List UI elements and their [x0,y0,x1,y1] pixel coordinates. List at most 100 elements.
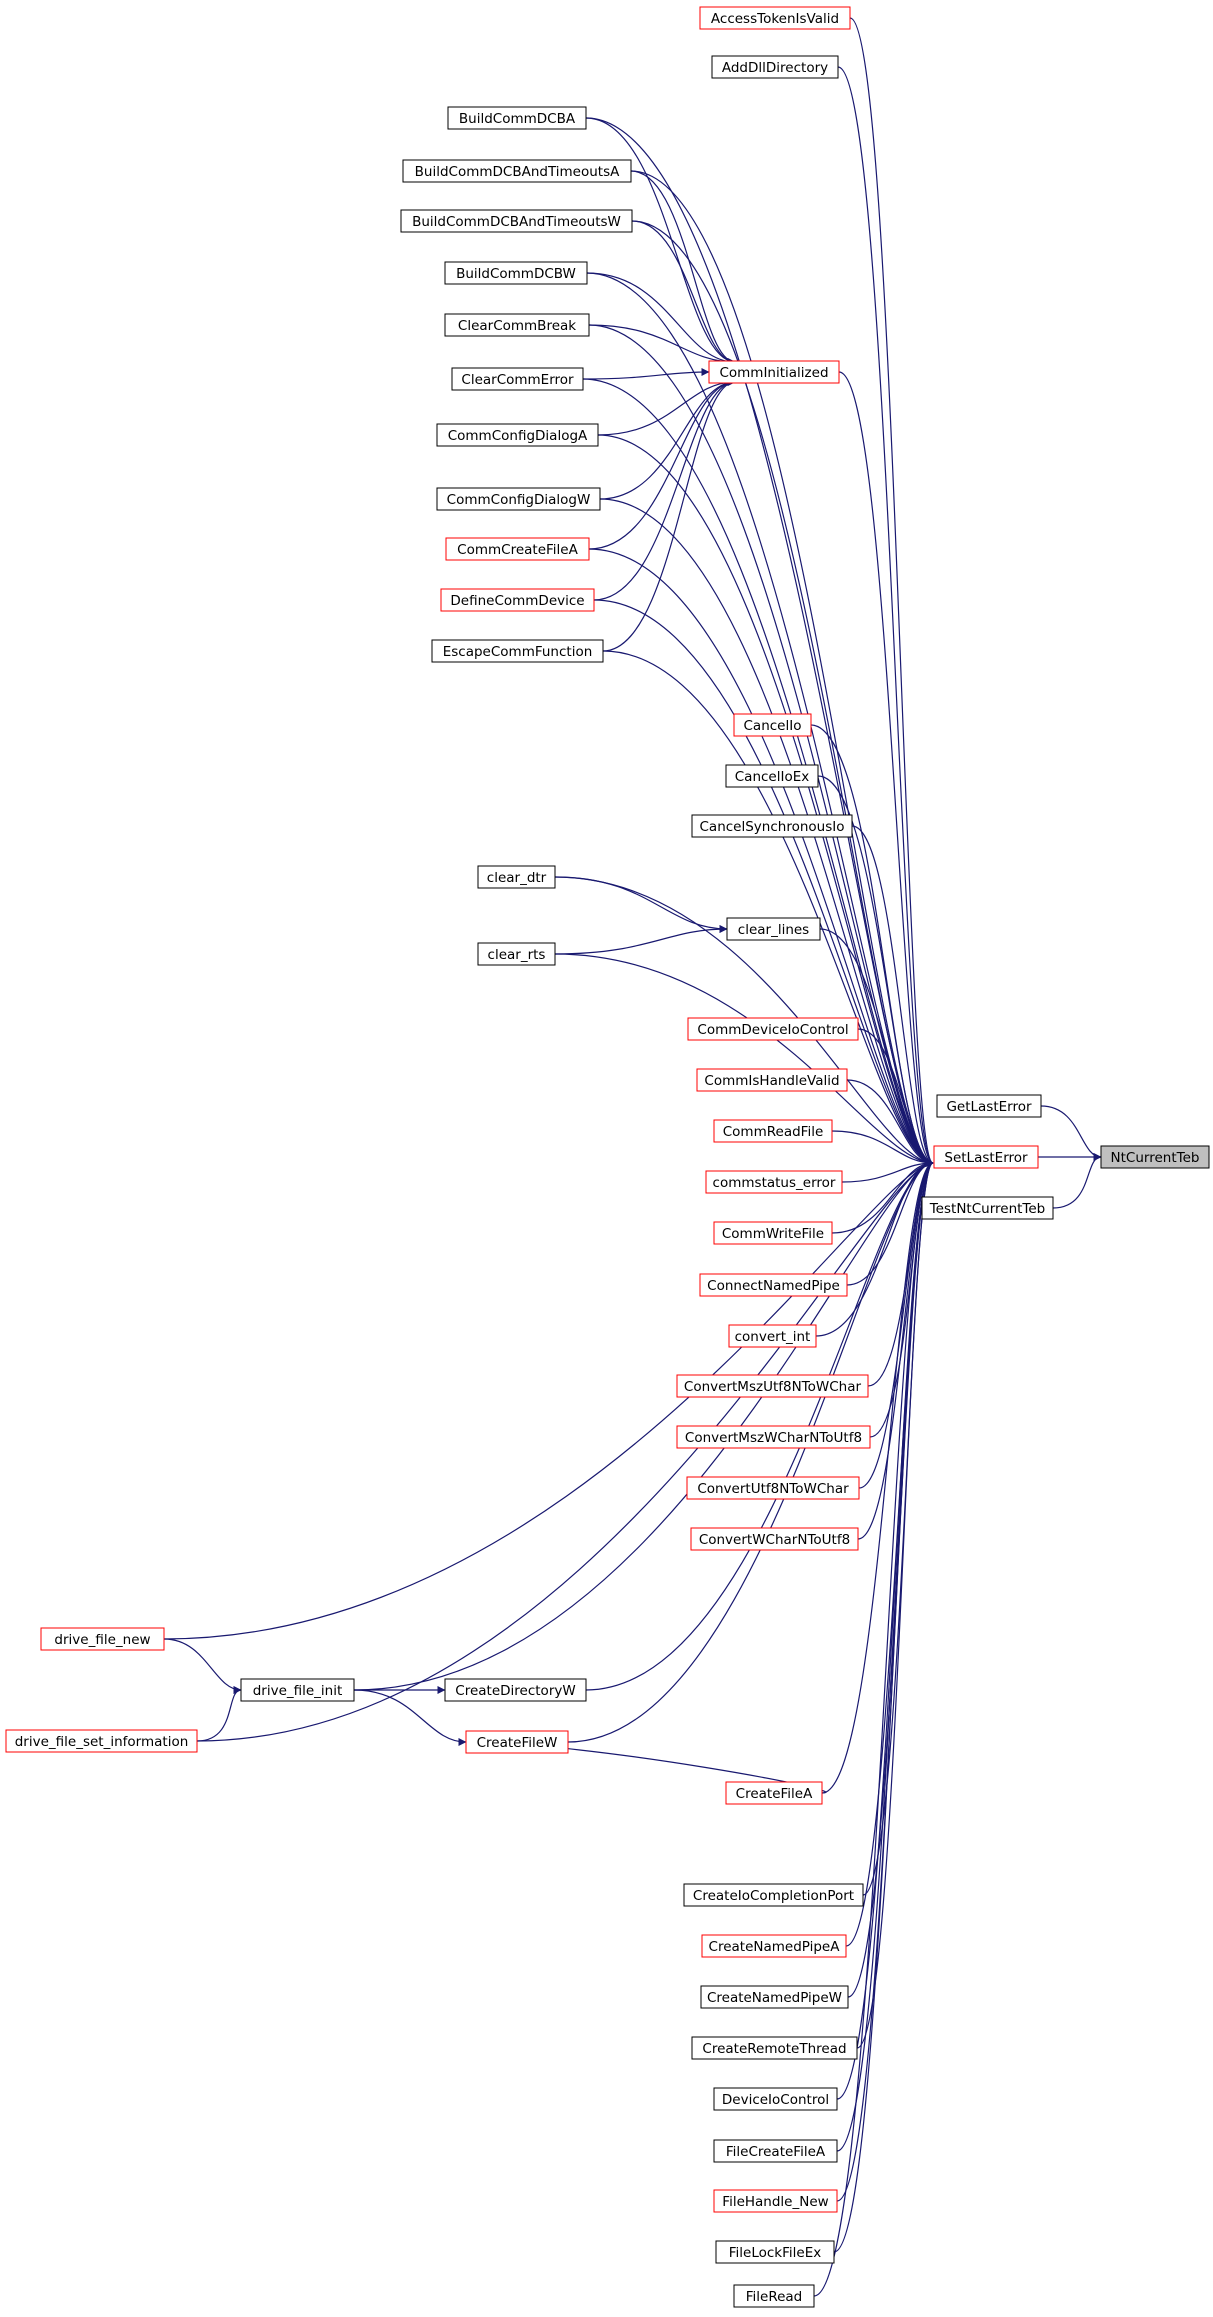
node-box[interactable] [447,106,587,130]
graph-node[interactable]: commstatus_error [705,1170,843,1194]
graph-node[interactable]: BuildCommDCBAndTimeoutsA [402,159,632,183]
node-box[interactable] [701,1934,847,1958]
graph-node[interactable]: clear_dtr [477,865,556,889]
node-box[interactable] [715,2240,835,2264]
graph-node[interactable]: CreateDirectoryW [444,1678,587,1702]
node-box[interactable] [5,1729,198,1753]
graph-node[interactable]: ConvertUtf8NToWChar [686,1476,860,1500]
graph-node[interactable]: CancelSynchronousIo [691,814,853,838]
graph-node[interactable]: CommCreateFileA [445,537,590,561]
node-box[interactable] [451,367,584,391]
graph-node[interactable]: BuildCommDCBA [447,106,587,130]
node-box[interactable] [728,1324,817,1348]
node-box[interactable] [402,159,632,183]
graph-node[interactable]: CancelIo [733,713,812,737]
graph-node[interactable]: CreateFileW [465,1730,569,1754]
node-box[interactable] [477,865,556,889]
graph-node[interactable]: CommIsHandleValid [696,1068,848,1092]
graph-node[interactable]: GetLastError [936,1094,1042,1118]
graph-node[interactable]: ClearCommError [451,367,584,391]
node-box[interactable] [733,2284,815,2308]
graph-node[interactable]: CreateIoCompletionPort [683,1883,864,1907]
graph-node[interactable]: drive_file_init [240,1678,355,1702]
node-box[interactable] [725,764,819,788]
node-box[interactable] [686,1476,860,1500]
node-box[interactable] [711,55,839,79]
node-box[interactable] [687,1017,859,1041]
graph-node[interactable]: CommConfigDialogA [436,423,599,447]
graph-node[interactable]: CommWriteFile [713,1221,833,1245]
graph-node[interactable]: SetLastError [933,1145,1039,1169]
node-box[interactable] [400,209,633,233]
graph-node[interactable]: TestNtCurrentTeb [921,1196,1054,1220]
graph-node[interactable]: FileHandle_New [713,2189,838,2213]
node-box[interactable] [440,588,595,612]
graph-node[interactable]: CreateRemoteThread [691,2036,858,2060]
node-box[interactable] [699,6,851,30]
graph-node[interactable]: CommConfigDialogW [436,487,601,511]
graph-node[interactable]: FileCreateFileA [713,2139,838,2163]
node-box[interactable] [700,1985,849,2009]
graph-node[interactable]: AddDllDirectory [711,55,839,79]
node-box[interactable] [444,313,590,337]
node-box[interactable] [713,2087,838,2111]
node-box[interactable] [676,1425,871,1449]
graph-node[interactable]: EscapeCommFunction [431,639,604,663]
graph-node[interactable]: ConvertMszWCharNToUtf8 [676,1425,871,1449]
graph-node[interactable]: CommReadFile [713,1119,833,1143]
node-box[interactable] [444,1678,587,1702]
graph-node[interactable]: ConvertMszUtf8NToWChar [676,1374,869,1398]
node-box[interactable] [696,1068,848,1092]
node-box[interactable] [676,1374,869,1398]
graph-node[interactable]: CreateNamedPipeW [700,1985,849,2009]
graph-node[interactable]: FileRead [733,2284,815,2308]
node-box[interactable] [713,1119,833,1143]
graph-node[interactable]: NtCurrentTeb [1100,1145,1210,1169]
graph-node[interactable]: CancelIoEx [725,764,819,788]
node-box[interactable] [725,1781,823,1805]
node-box[interactable] [691,2036,858,2060]
node-box[interactable] [713,1221,833,1245]
graph-node[interactable]: ConvertWCharNToUtf8 [690,1527,859,1551]
node-box[interactable] [921,1196,1054,1220]
graph-node[interactable]: CommInitialized [708,360,840,384]
node-box[interactable] [708,360,840,384]
node-box[interactable] [445,537,590,561]
node-box[interactable] [1100,1145,1210,1169]
node-box[interactable] [683,1883,864,1907]
graph-node[interactable]: DeviceIoControl [713,2087,838,2111]
graph-node[interactable]: BuildCommDCBAndTimeoutsW [400,209,633,233]
graph-node[interactable]: clear_rts [477,942,556,966]
graph-node[interactable]: CommDeviceIoControl [687,1017,859,1041]
graph-node[interactable]: ClearCommBreak [444,313,590,337]
node-box[interactable] [733,713,812,737]
graph-node[interactable]: BuildCommDCBW [444,261,588,285]
graph-node[interactable]: AccessTokenIsValid [699,6,851,30]
graph-node[interactable]: drive_file_set_information [5,1729,198,1753]
graph-node[interactable]: convert_int [728,1324,817,1348]
graph-node[interactable]: ConnectNamedPipe [699,1273,848,1297]
graph-node[interactable]: DefineCommDevice [440,588,595,612]
node-box[interactable] [936,1094,1042,1118]
graph-node[interactable]: FileLockFileEx [715,2240,835,2264]
node-box[interactable] [713,2139,838,2163]
node-box[interactable] [699,1273,848,1297]
node-box[interactable] [436,487,601,511]
graph-node[interactable]: drive_file_new [40,1627,165,1651]
node-box[interactable] [240,1678,355,1702]
graph-node[interactable]: clear_lines [726,917,821,941]
node-box[interactable] [40,1627,165,1651]
node-box[interactable] [477,942,556,966]
node-box[interactable] [691,814,853,838]
node-box[interactable] [444,261,588,285]
node-box[interactable] [726,917,821,941]
node-box[interactable] [933,1145,1039,1169]
node-box[interactable] [713,2189,838,2213]
node-box[interactable] [690,1527,859,1551]
graph-node[interactable]: CreateFileA [725,1781,823,1805]
node-box[interactable] [465,1730,569,1754]
graph-node[interactable]: CreateNamedPipeA [701,1934,847,1958]
node-box[interactable] [705,1170,843,1194]
node-box[interactable] [431,639,604,663]
node-box[interactable] [436,423,599,447]
